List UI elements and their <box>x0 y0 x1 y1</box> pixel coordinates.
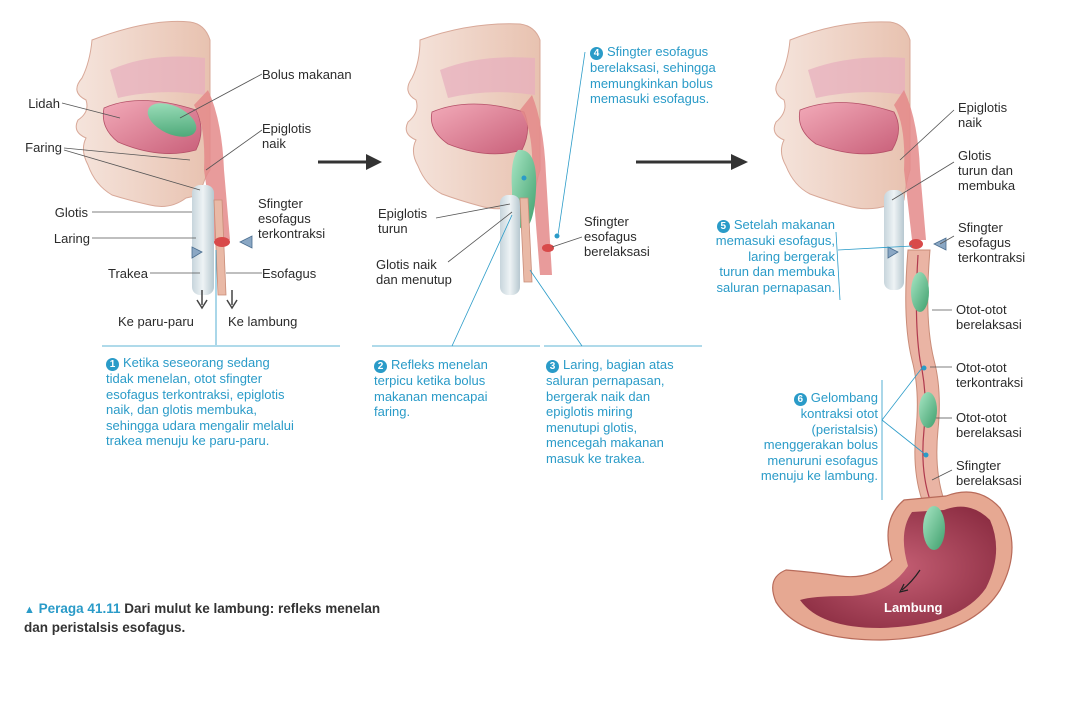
flow-arrow-1 <box>318 154 382 170</box>
flow-arrow-2 <box>636 154 748 170</box>
panel3-leaders <box>835 109 955 500</box>
caption-triangle-icon: ▲ <box>24 604 35 616</box>
label-otot-terkontraksi: Otot-otot terkontraksi <box>956 360 1024 390</box>
label-epiglotis-naik-1: Epiglotis naik <box>262 121 312 151</box>
label-glotis-naik: Glotis naik dan menutup <box>376 257 452 287</box>
panel2-leaders <box>435 51 586 347</box>
step-6-number: 6 <box>793 393 807 406</box>
label-glotis: Glotis <box>54 205 88 220</box>
label-sfingter-berelaksasi-3: Sfingter berelaksasi <box>956 458 1022 488</box>
label-lambung: Lambung <box>884 600 943 615</box>
step-2-number: 2 <box>374 360 387 373</box>
figure-caption: ▲ Peraga 41.11 Dari mulut ke lambung: re… <box>24 600 494 636</box>
label-trakea: Trakea <box>108 266 148 281</box>
label-lidah: Lidah <box>28 96 60 111</box>
panel1-head <box>75 20 253 310</box>
step-2-text: Refleks menelan terpicu ketika bolus mak… <box>374 357 488 419</box>
label-laring: Laring <box>53 231 90 246</box>
label-ke-paru-paru: Ke paru-paru <box>118 314 194 329</box>
label-esofagus: Esofagus <box>262 266 317 281</box>
caption-figure-number: Peraga 41.11 <box>38 601 121 616</box>
label-bolus-makanan: Bolus makanan <box>262 67 352 82</box>
step-4-number: 4 <box>590 47 603 60</box>
step-4-text: Sfingter esofagus berelaksasi, sehingga … <box>590 44 716 106</box>
step-1-text: Ketika seseorang sedang tidak menelan, o… <box>106 355 294 448</box>
caption-text: Dari mulut ke lambung: refleks menelan d… <box>24 601 381 635</box>
step-3-number: 3 <box>546 360 559 373</box>
step-5-number: 5 <box>716 220 730 233</box>
step-1-number: 1 <box>106 358 119 371</box>
label-faring: Faring <box>25 140 62 155</box>
label-ke-lambung: Ke lambung <box>228 314 298 329</box>
label-sfingter-terkontraksi-3: Sfingter esofagus terkontraksi <box>958 220 1026 265</box>
label-sfingter-terkontraksi-1: Sfingter esofagus terkontraksi <box>258 196 326 241</box>
label-otot-berelaksasi-1: Otot-otot berelaksasi <box>956 302 1022 332</box>
label-glotis-turun: Glotis turun dan membuka <box>958 148 1016 193</box>
step-6-text: Gelombang kontraksi otot (peristalsis) m… <box>760 390 878 483</box>
label-otot-berelaksasi-2: Otot-otot berelaksasi <box>956 410 1022 440</box>
label-epiglotis-turun: Epiglotis turun <box>378 206 428 236</box>
label-epiglotis-naik-3: Epiglotis naik <box>958 100 1008 130</box>
step-5-text: Setelah makanan memasuki esofagus, larin… <box>715 217 835 295</box>
step-3-text: Laring, bagian atas saluran pernapasan, … <box>546 357 674 466</box>
label-sfingter-berelaksasi-2: Sfingter esofagus berelaksasi <box>584 214 650 259</box>
panel2-head <box>405 23 560 295</box>
panel1-leaders <box>61 73 263 345</box>
panel3-head <box>772 21 1013 641</box>
